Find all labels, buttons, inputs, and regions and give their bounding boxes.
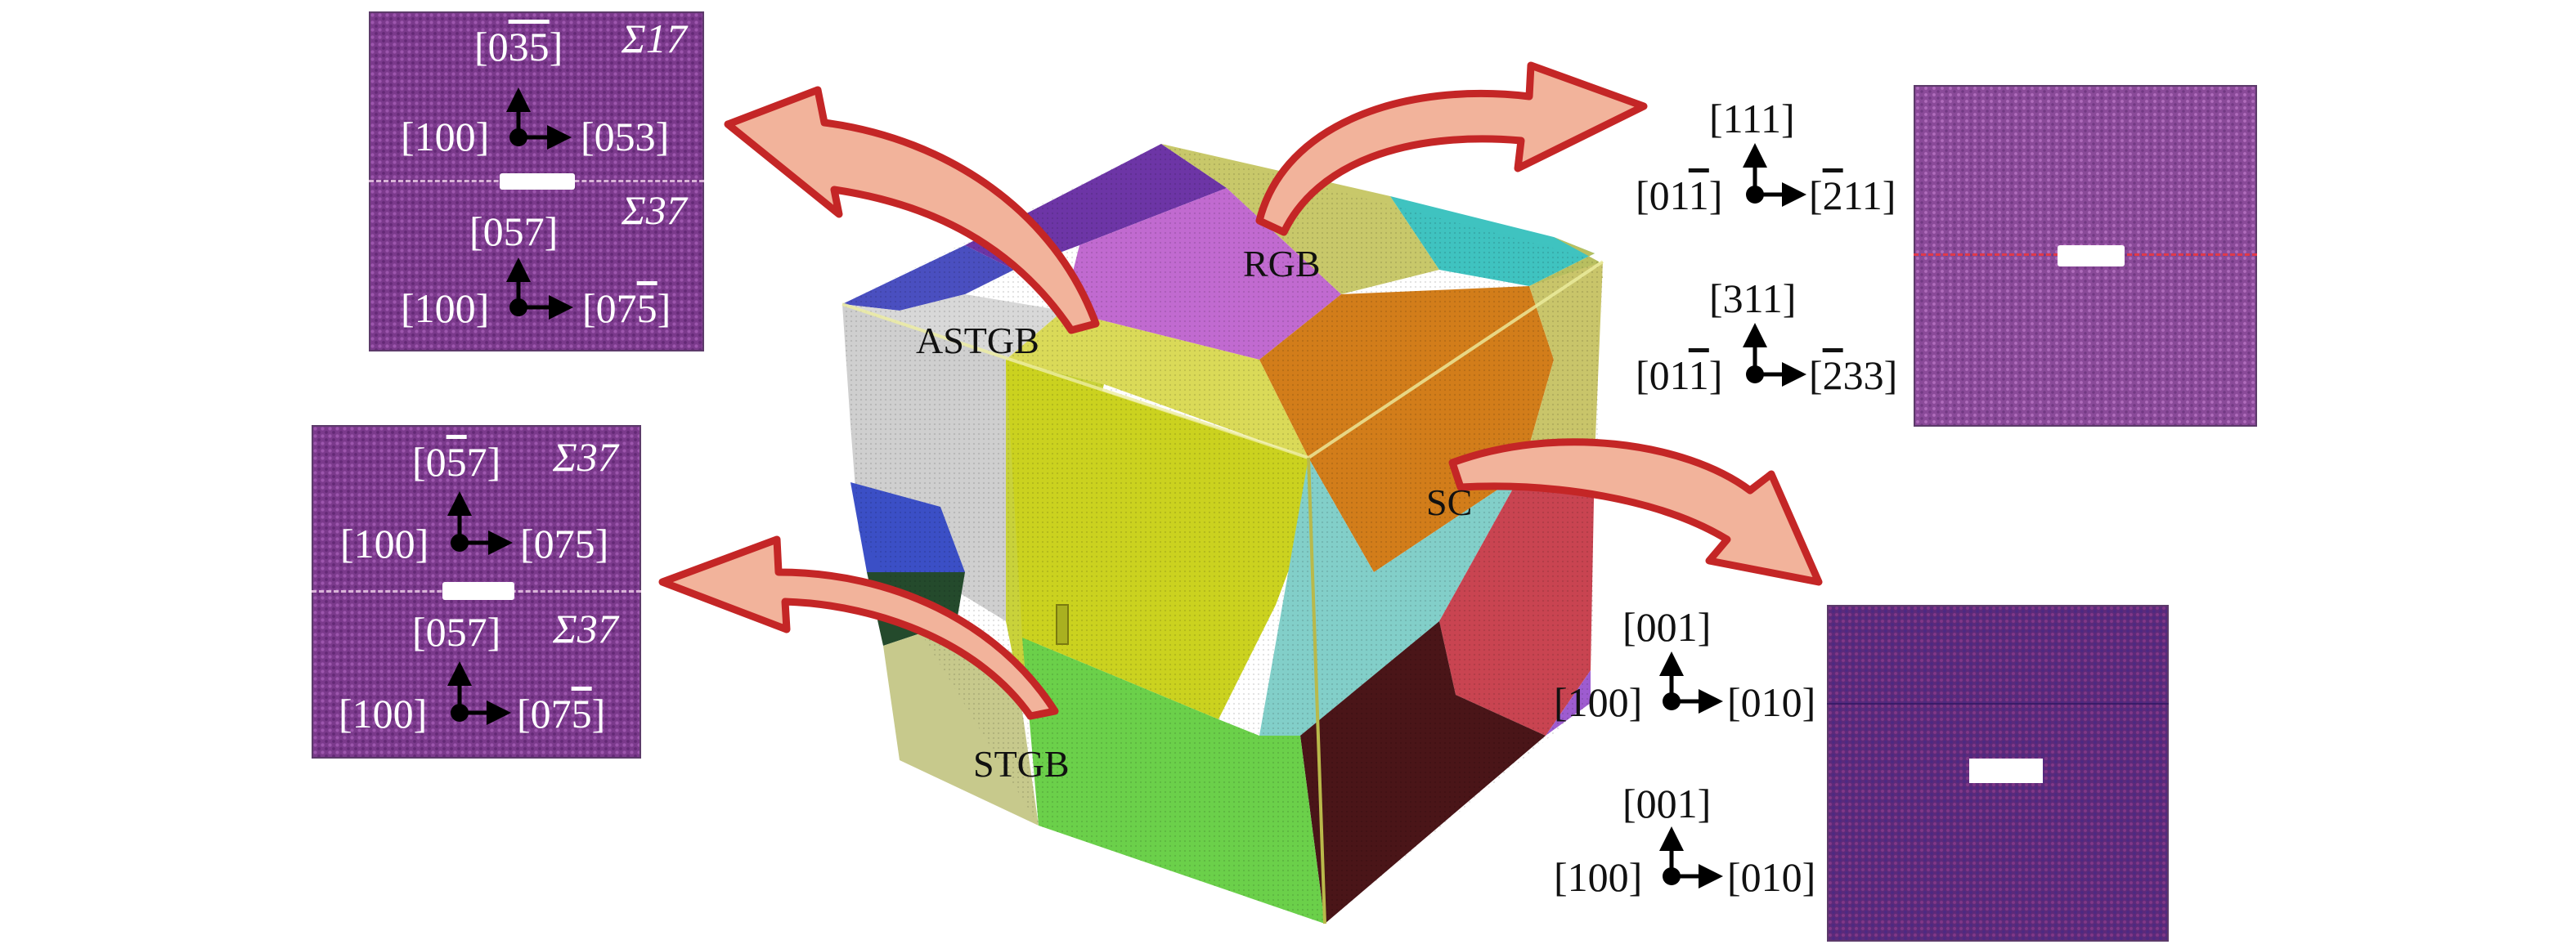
curved-arrow-icon xyxy=(1255,61,1648,236)
rgb-label: RGB xyxy=(1243,243,1321,284)
axis-triad-icon xyxy=(1743,323,1806,387)
stgb-label: STGB xyxy=(973,743,1070,785)
astgb-bottom-left-label: [100] xyxy=(401,285,490,331)
stgb-bottom-sigma: Σ37 xyxy=(553,606,618,651)
stgb-bottom-right-label: [075] xyxy=(517,691,606,736)
curved-arrow-icon xyxy=(1448,438,1823,586)
stgb-bottom-up-label: [057] xyxy=(412,609,501,655)
rgb-bottom-up-label: [311] xyxy=(1709,275,1797,321)
cube-front-edge xyxy=(1307,457,1326,924)
curved-arrow-icon xyxy=(724,86,1100,334)
axis-triad-icon xyxy=(447,661,511,725)
astgb-top-sigma: Σ17 xyxy=(622,16,687,61)
stgb-bottom-left-label: [100] xyxy=(339,691,428,736)
astgb-bottom-right-label: [075] xyxy=(582,285,671,331)
axis-triad-icon xyxy=(506,87,572,150)
void xyxy=(1969,759,2043,783)
void xyxy=(442,582,514,600)
sc-top-right-label: [010] xyxy=(1727,679,1816,725)
rgb-top-left-label: [011] xyxy=(1636,172,1723,218)
axis-triad-icon xyxy=(1659,651,1723,714)
sc-top-up-label: [001] xyxy=(1622,604,1712,650)
astgb-top-right-label: [053] xyxy=(581,114,670,159)
sc-panel xyxy=(1827,605,2169,942)
grain-boundary-line xyxy=(1827,703,2169,705)
sc-bottom-left-label: [100] xyxy=(1554,854,1643,900)
curved-arrow-icon xyxy=(658,535,1059,720)
astgb-top-up-label: [035] xyxy=(474,24,563,69)
cube-texture xyxy=(842,144,1603,924)
axis-triad-icon xyxy=(1743,143,1806,207)
axis-triad-icon xyxy=(447,491,513,555)
stgb-top-sigma: Σ37 xyxy=(553,434,618,480)
stgb-top-up-label: [057] xyxy=(412,439,501,485)
stgb-top-left-label: [100] xyxy=(340,521,429,566)
sc-bottom-up-label: [001] xyxy=(1622,781,1712,826)
sc-top-left-label: [100] xyxy=(1554,679,1643,725)
stgb-top-right-label: [075] xyxy=(520,521,609,566)
stgb-panel xyxy=(312,425,641,759)
astgb-label: ASTGB xyxy=(916,320,1039,361)
axis-triad-icon xyxy=(1659,826,1723,889)
sc-bottom-right-label: [010] xyxy=(1727,854,1816,900)
sc-label: SC xyxy=(1426,481,1473,523)
void-notch xyxy=(1056,604,1069,645)
rgb-top-up-label: [111] xyxy=(1709,96,1795,141)
astgb-top-left-label: [100] xyxy=(401,114,490,159)
void xyxy=(500,173,575,190)
astgb-bottom-sigma: Σ37 xyxy=(622,187,687,233)
rgb-bottom-right-label: [233] xyxy=(1809,352,1898,398)
rgb-bottom-left-label: [011] xyxy=(1636,352,1723,398)
axis-triad-icon xyxy=(506,257,573,320)
void xyxy=(2058,245,2125,266)
rgb-panel xyxy=(1914,85,2257,427)
astgb-panel xyxy=(369,11,704,351)
rgb-top-right-label: [211] xyxy=(1809,172,1896,218)
astgb-bottom-up-label: [057] xyxy=(469,208,559,254)
